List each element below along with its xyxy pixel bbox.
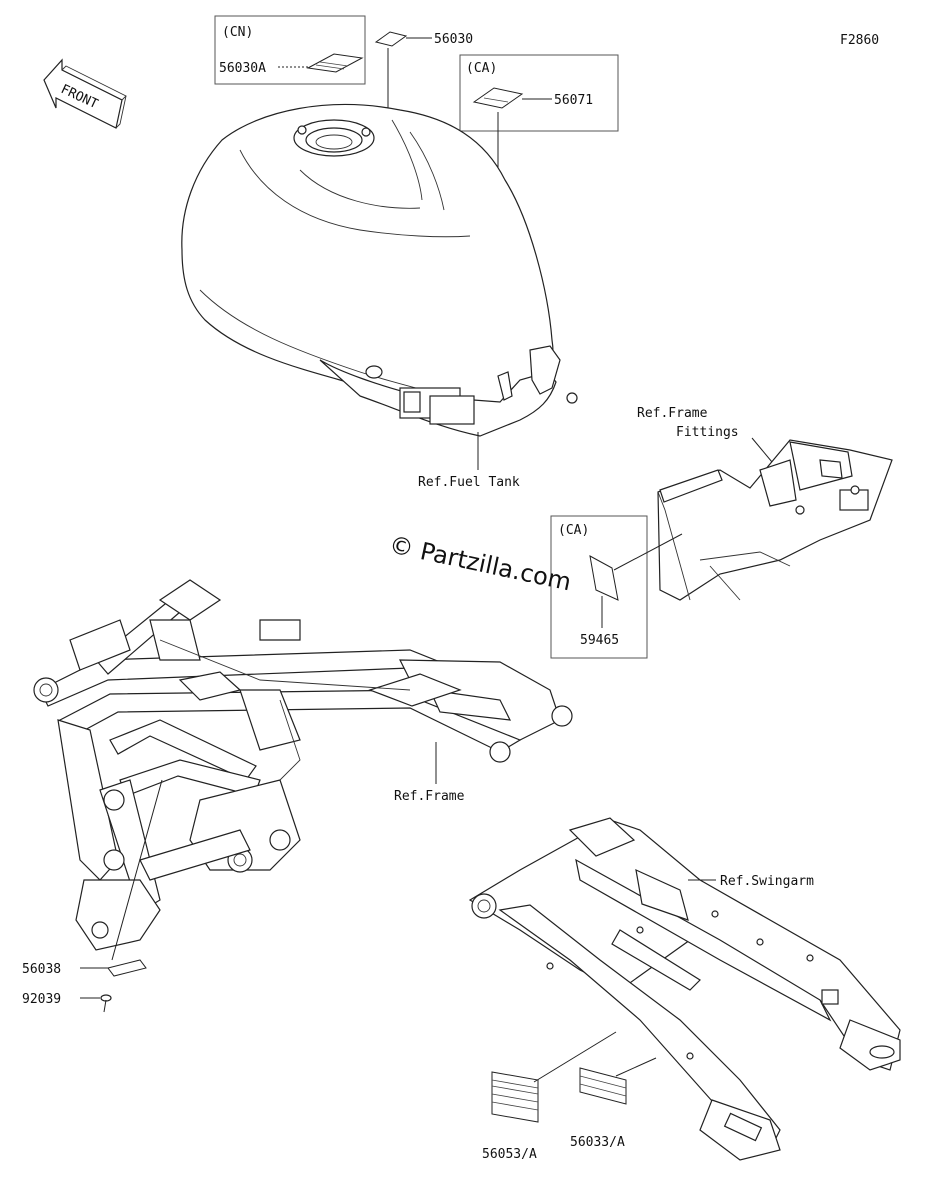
ref-frame-fittings-line1: Ref.Frame [637,406,708,421]
motorcycle-frame [33,579,573,951]
rivet-92039 [100,994,112,1013]
ca-mid-region-box [550,515,648,659]
ref-frame-fittings-line2: Fittings [676,425,739,440]
ca-mid-region-label: (CA) [558,523,589,538]
decal-59465 [589,555,619,601]
decal-56071 [472,87,524,109]
cn-region-label: (CN) [222,25,253,40]
cn-region-box [214,15,366,85]
ref-swingarm: Ref.Swingarm [720,874,814,889]
decal-56030 [374,31,408,47]
ca-top-region-label: (CA) [466,61,497,76]
ref-frame: Ref.Frame [394,789,465,804]
part-label-56030A: 56030A [219,61,266,76]
part-label-56030: 56030 [434,32,473,47]
part-label-56053A: 56053/A [482,1147,537,1162]
decal-56033A [579,1067,627,1105]
front-arrow-icon: FRONT [43,58,127,129]
part-label-92039: 92039 [22,992,61,1007]
part-label-56038: 56038 [22,962,61,977]
watermark: © Partzilla.com [387,530,574,596]
part-label-59465: 59465 [580,633,619,648]
diagram-code: F2860 [840,33,879,48]
ca-top-region-box [459,54,619,132]
fuel-tank [181,103,578,437]
ref-fuel-tank: Ref.Fuel Tank [418,475,520,490]
decal-56030A [306,53,364,73]
decal-56038 [107,959,147,977]
part-label-56033A: 56033/A [570,1135,625,1150]
rear-fender-fittings [657,439,893,601]
part-label-56071: 56071 [554,93,593,108]
swingarm [468,817,901,1161]
decal-56053A [491,1071,539,1123]
